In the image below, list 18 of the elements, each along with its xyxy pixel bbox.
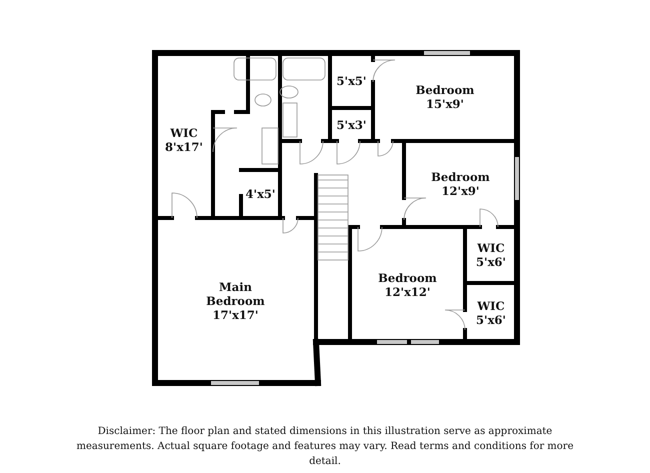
room-name: WIC xyxy=(170,126,198,140)
room-name: WIC xyxy=(477,298,505,312)
disclaimer-text: Disclaimer: The floor plan and stated dimensions in this illustration serve as approximate measurements. Actual square footage and features may vary. Read terms and conditions for more detail. xyxy=(75,425,575,469)
room-name: Bedroom xyxy=(378,270,437,284)
room-dimensions: 5'x6' xyxy=(476,255,506,269)
room-name: Bedroom xyxy=(416,83,474,97)
room-dimensions: 8'x17' xyxy=(165,140,203,154)
room-dimensions: 12'x12' xyxy=(384,284,430,298)
room-dimensions: 15'x9' xyxy=(426,97,464,111)
room-dimensions: 17'x17' xyxy=(212,308,258,322)
room-dimensions: 5'x5' xyxy=(336,74,366,88)
room-dimensions: 4'x5' xyxy=(246,187,276,201)
room-name: WIC xyxy=(477,241,505,255)
room-dimensions: 5'x6' xyxy=(476,312,506,326)
room-name: Bedroom xyxy=(431,170,490,184)
room-dimensions: 12'x9' xyxy=(442,184,480,198)
room-dimensions: 5'x3' xyxy=(336,118,366,132)
room-name: Main Bedroom xyxy=(205,280,266,308)
